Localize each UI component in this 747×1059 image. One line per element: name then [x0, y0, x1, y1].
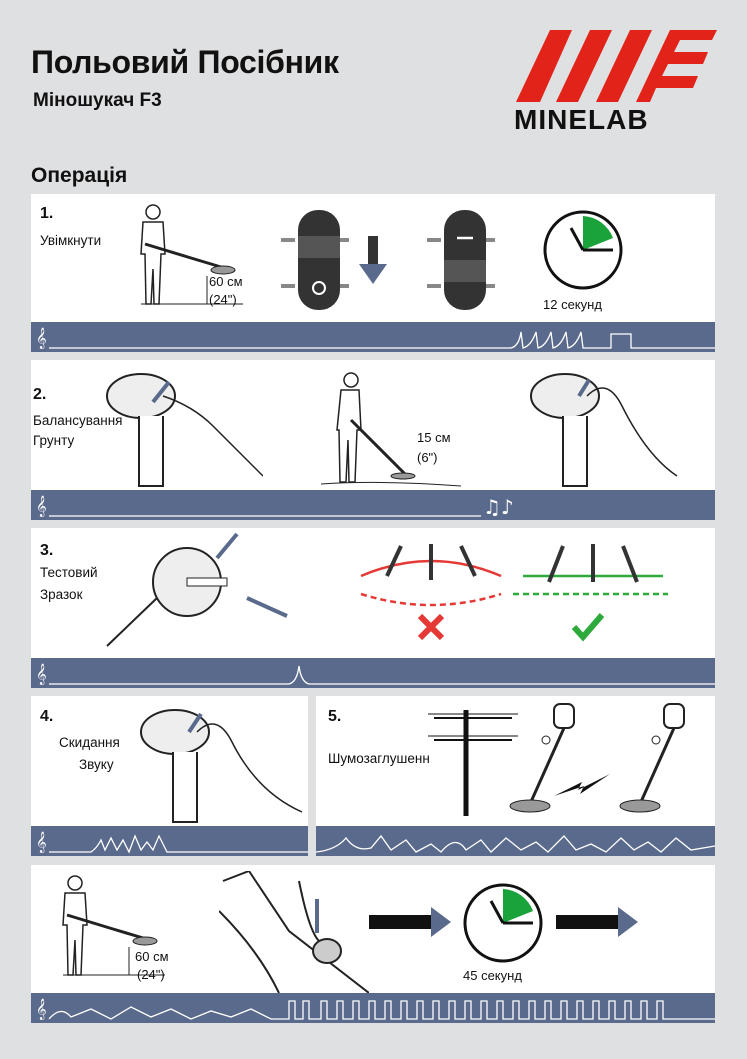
step-5-panel: 5. Шумозаглушенн [316, 696, 715, 826]
hand-press-button-icon [106, 373, 263, 487]
ear-icon: 𝄞 [36, 328, 47, 349]
page-subtitle: Міношукач F3 [33, 90, 162, 111]
page-title: Польовий Посібник [31, 44, 339, 80]
section-title: Операція [31, 164, 128, 187]
ear-icon: 𝄞 [36, 999, 47, 1020]
step-label-line1: Балансування [33, 413, 123, 428]
audio-waveform [316, 834, 715, 853]
step-number: 2. [33, 386, 47, 403]
step-1-panel: 1. Увімкнути 60 см (24") 12 секунд [31, 194, 715, 322]
down-arrow-icon [359, 236, 387, 284]
step-number: 5. [328, 708, 342, 725]
audio-waveform: 𝄞 [36, 328, 715, 349]
height-label: 60 см [135, 949, 169, 964]
hand-press-button-icon [219, 871, 369, 993]
step-number: 1. [40, 205, 54, 222]
audio-waveform: 𝄞 [36, 832, 308, 854]
wrong-sweep-icon [360, 544, 502, 607]
switch-off-icon [281, 210, 357, 310]
sweep-operator-icon [321, 372, 461, 487]
right-arrow-icon [369, 907, 451, 937]
correct-sweep-icon [513, 544, 668, 596]
operator-icon [140, 204, 243, 305]
step-6-panel: 60 см (24") 45 секунд [31, 865, 715, 993]
hand-release-icon [530, 373, 678, 487]
timer-label: 45 секунд [463, 968, 522, 983]
step-number: 3. [40, 542, 54, 559]
check-icon [571, 613, 605, 642]
height-inch-label: (24") [137, 967, 165, 982]
music-notes-icon: ♫♪ [483, 495, 514, 519]
minelab-logo-mark [516, 30, 717, 102]
step-2-panel: 2. Балансування Грунту 15 см (6") [31, 360, 715, 490]
step-number: 4. [40, 708, 54, 725]
step-2-audio-strip: 𝄞 ♫♪ [31, 490, 715, 520]
timer-label: 12 секунд [543, 297, 602, 312]
audio-waveform: 𝄞 [36, 999, 715, 1020]
height-inch-label: (6") [417, 450, 438, 465]
step-6-audio-strip: 𝄞 [31, 993, 715, 1023]
step-label-line2: Зразок [40, 587, 83, 602]
step-4-panel: 4. Скидання Звуку [31, 696, 308, 826]
step-3-panel: 3. Тестовий Зразок [31, 528, 715, 658]
height-label: 15 см [417, 430, 451, 445]
audio-waveform: 𝄞 ♫♪ [36, 495, 514, 519]
ear-icon: 𝄞 [36, 832, 47, 853]
switch-on-icon [427, 210, 503, 310]
step-label: Шумозаглушенн [328, 751, 430, 766]
step-4-audio-strip: 𝄞 [31, 826, 308, 856]
timer-icon [463, 883, 543, 963]
hand-press-button-icon [140, 709, 303, 823]
ear-icon: 𝄞 [36, 496, 47, 517]
step-label: Увімкнути [40, 233, 102, 248]
logo-text: MINELAB [514, 104, 649, 135]
operator-icon [62, 875, 165, 976]
detector-icon [509, 703, 575, 813]
minelab-logo: MINELAB [512, 26, 720, 136]
step-1-audio-strip: 𝄞 [31, 322, 715, 352]
right-arrow-icon [556, 907, 638, 937]
height-inch-label: (24") [209, 292, 237, 307]
power-line-icon [428, 710, 518, 816]
step-label-line1: Тестовий [40, 565, 98, 580]
cross-icon [417, 613, 445, 641]
step-label-line2: Звуку [79, 757, 114, 772]
step-label-line1: Скидання [59, 735, 120, 750]
audio-waveform: 𝄞 [36, 664, 715, 685]
step-3-audio-strip: 𝄞 [31, 658, 715, 688]
step-5-audio-strip [316, 826, 715, 856]
height-label: 60 см [209, 274, 243, 289]
detector-icon [619, 703, 685, 813]
ear-icon: 𝄞 [36, 664, 47, 685]
step-label-line2: Грунту [33, 433, 75, 448]
timer-icon [543, 210, 623, 290]
lightning-icon [554, 774, 610, 796]
test-sample-icon [106, 532, 288, 647]
